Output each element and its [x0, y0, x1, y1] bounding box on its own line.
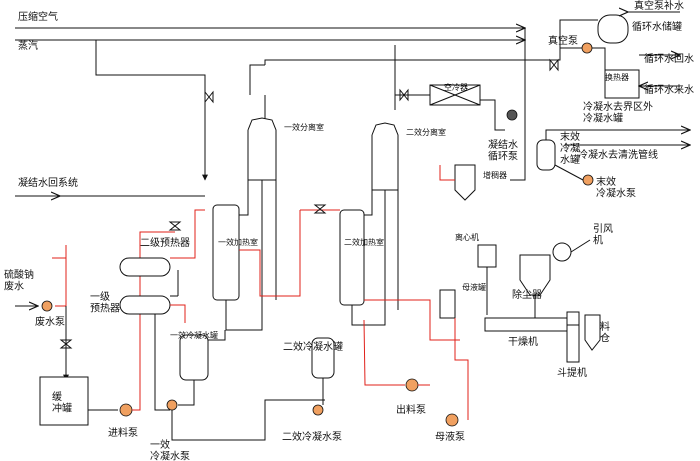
feed-section — [39, 209, 205, 426]
label-second-separator: 二效分离室 — [406, 127, 446, 137]
label-condensate-out-tank: 冷凝水去界区外冷凝水罐 — [583, 100, 653, 125]
label-centrifuge: 离心机 — [455, 232, 479, 242]
first-cond-out — [178, 380, 195, 406]
thickener-body — [454, 164, 476, 201]
mother-liquor-pump-icon — [445, 413, 459, 427]
label-circ-water-supply: 循环水来水 — [644, 83, 694, 96]
label-circ-water-return: 循环水回水 — [644, 52, 694, 65]
first-separator-body — [247, 117, 277, 181]
label-induced-fan: 引风机 — [593, 223, 613, 247]
second-effect — [311, 122, 460, 416]
label-steam: 蒸汽 — [18, 39, 38, 52]
label-feed-pump: 进料泵 — [108, 426, 138, 439]
final-condensate-pump-icon — [582, 174, 594, 186]
label-wastewater-pump: 废水泵 — [35, 315, 65, 328]
label-second-condensate-tank: 二效冷凝水罐 — [283, 340, 343, 353]
first-loop-red — [239, 210, 301, 297]
first-condensate-pump-icon — [166, 399, 178, 411]
first-effect — [166, 117, 340, 441]
label-compressed-air: 压缩空气 — [18, 10, 58, 23]
label-first-heating-chamber: 一效加热室 — [218, 237, 258, 247]
label-bucket-elevator: 斗提机 — [557, 366, 587, 379]
mother-liquor-red — [454, 318, 469, 420]
label-condensate-clean-line: 冷凝水去清洗管线 — [578, 148, 658, 161]
second-condensate-pump-icon — [312, 404, 324, 416]
label-heat-exchanger: 换热器 — [605, 72, 629, 82]
centrifuge-body — [477, 244, 497, 268]
air-drop-line — [510, 28, 526, 181]
vapor-1-top — [249, 64, 265, 95]
label-circ-water-tank: 循环水储罐 — [632, 20, 682, 33]
label-discharge-pump: 出料泵 — [396, 403, 426, 416]
preheater-drain — [154, 314, 170, 411]
second-separator-body — [371, 122, 399, 191]
feed-pump-red — [132, 231, 175, 411]
discharge-pump-icon — [405, 378, 419, 392]
label-vacuum-pump: 真空泵 — [548, 34, 578, 47]
label-first-preheater: 一级预热器 — [90, 291, 120, 315]
second-loop-red — [364, 299, 460, 341]
vacuum-pump-icon — [581, 42, 593, 54]
utility-lines — [15, 19, 598, 306]
drying-section — [439, 164, 601, 427]
first-heating-chamber-body — [212, 204, 240, 301]
label-first-condensate-tank: 一效冷凝水罐 — [170, 330, 218, 340]
label-condensate-circ-pump: 凝结水循环泵 — [488, 138, 518, 163]
label-first-separator: 一效分离室 — [284, 122, 324, 132]
label-second-preheater: 二级预热器 — [140, 236, 190, 249]
valves — [59, 58, 559, 349]
label-silo: 料仓 — [600, 320, 610, 345]
condensate-circ-pump-icon — [506, 109, 518, 121]
label-dust-collector: 除尘器 — [512, 288, 542, 301]
first-condensate-tank — [179, 334, 209, 381]
buffer-tank — [39, 376, 89, 426]
vacuum-section — [395, 12, 690, 186]
label-mother-liquor-pump: 母液泵 — [435, 430, 465, 443]
second-heating-chamber-body — [339, 209, 365, 306]
label-thickener: 增稠器 — [483, 170, 507, 180]
preheater2-out-red — [170, 209, 205, 259]
label-final-condensate-tank: 末效冷凝水罐 — [560, 130, 580, 166]
label-condensate-return: 凝结水回系统 — [18, 176, 78, 189]
label-second-condensate-pump: 二效冷凝水泵 — [282, 430, 342, 443]
steam-branch-line — [95, 40, 208, 181]
feed-pump-icon — [119, 403, 133, 417]
final-condensate-tank — [536, 139, 556, 171]
label-first-condensate-pump: 一效冷凝水泵 — [150, 438, 190, 461]
feed-to-buffer-red — [52, 257, 67, 307]
text-labels: 压缩空气 蒸汽 凝结水回系统 硫酸钠废水 废水泵 缓冲罐 进料泵 一效冷凝水泵 … — [4, 0, 694, 461]
label-wastewater: 硫酸钠废水 — [4, 268, 34, 293]
label-air-cooler: 空冷器 — [444, 82, 468, 92]
label-vacuum-makeup: 真空泵补水 — [634, 0, 684, 12]
dust-collector-body — [519, 254, 551, 296]
wastewater-pump-icon — [41, 300, 53, 312]
bucket-elevator-body — [566, 311, 580, 363]
label-dryer: 干燥机 — [508, 335, 538, 348]
label-second-heating-chamber: 二效加热室 — [344, 237, 384, 247]
label-final-condensate-pump: 末效冷凝水泵 — [596, 175, 636, 200]
vacuum-header — [264, 19, 598, 65]
circ-water-tank — [597, 14, 629, 44]
mother-liquor-tank-body — [439, 289, 456, 319]
induced-fan-icon — [552, 242, 572, 262]
dryer-body — [484, 317, 568, 332]
first-preheater — [119, 295, 171, 315]
heat-exchanger-box — [604, 69, 640, 99]
discharge-red — [363, 319, 405, 386]
label-buffer-tank: 缓冲罐 — [52, 390, 72, 415]
second-preheater — [119, 257, 171, 277]
label-mother-liquor-tank: 母液罐 — [462, 282, 486, 292]
silo-body — [584, 314, 601, 351]
